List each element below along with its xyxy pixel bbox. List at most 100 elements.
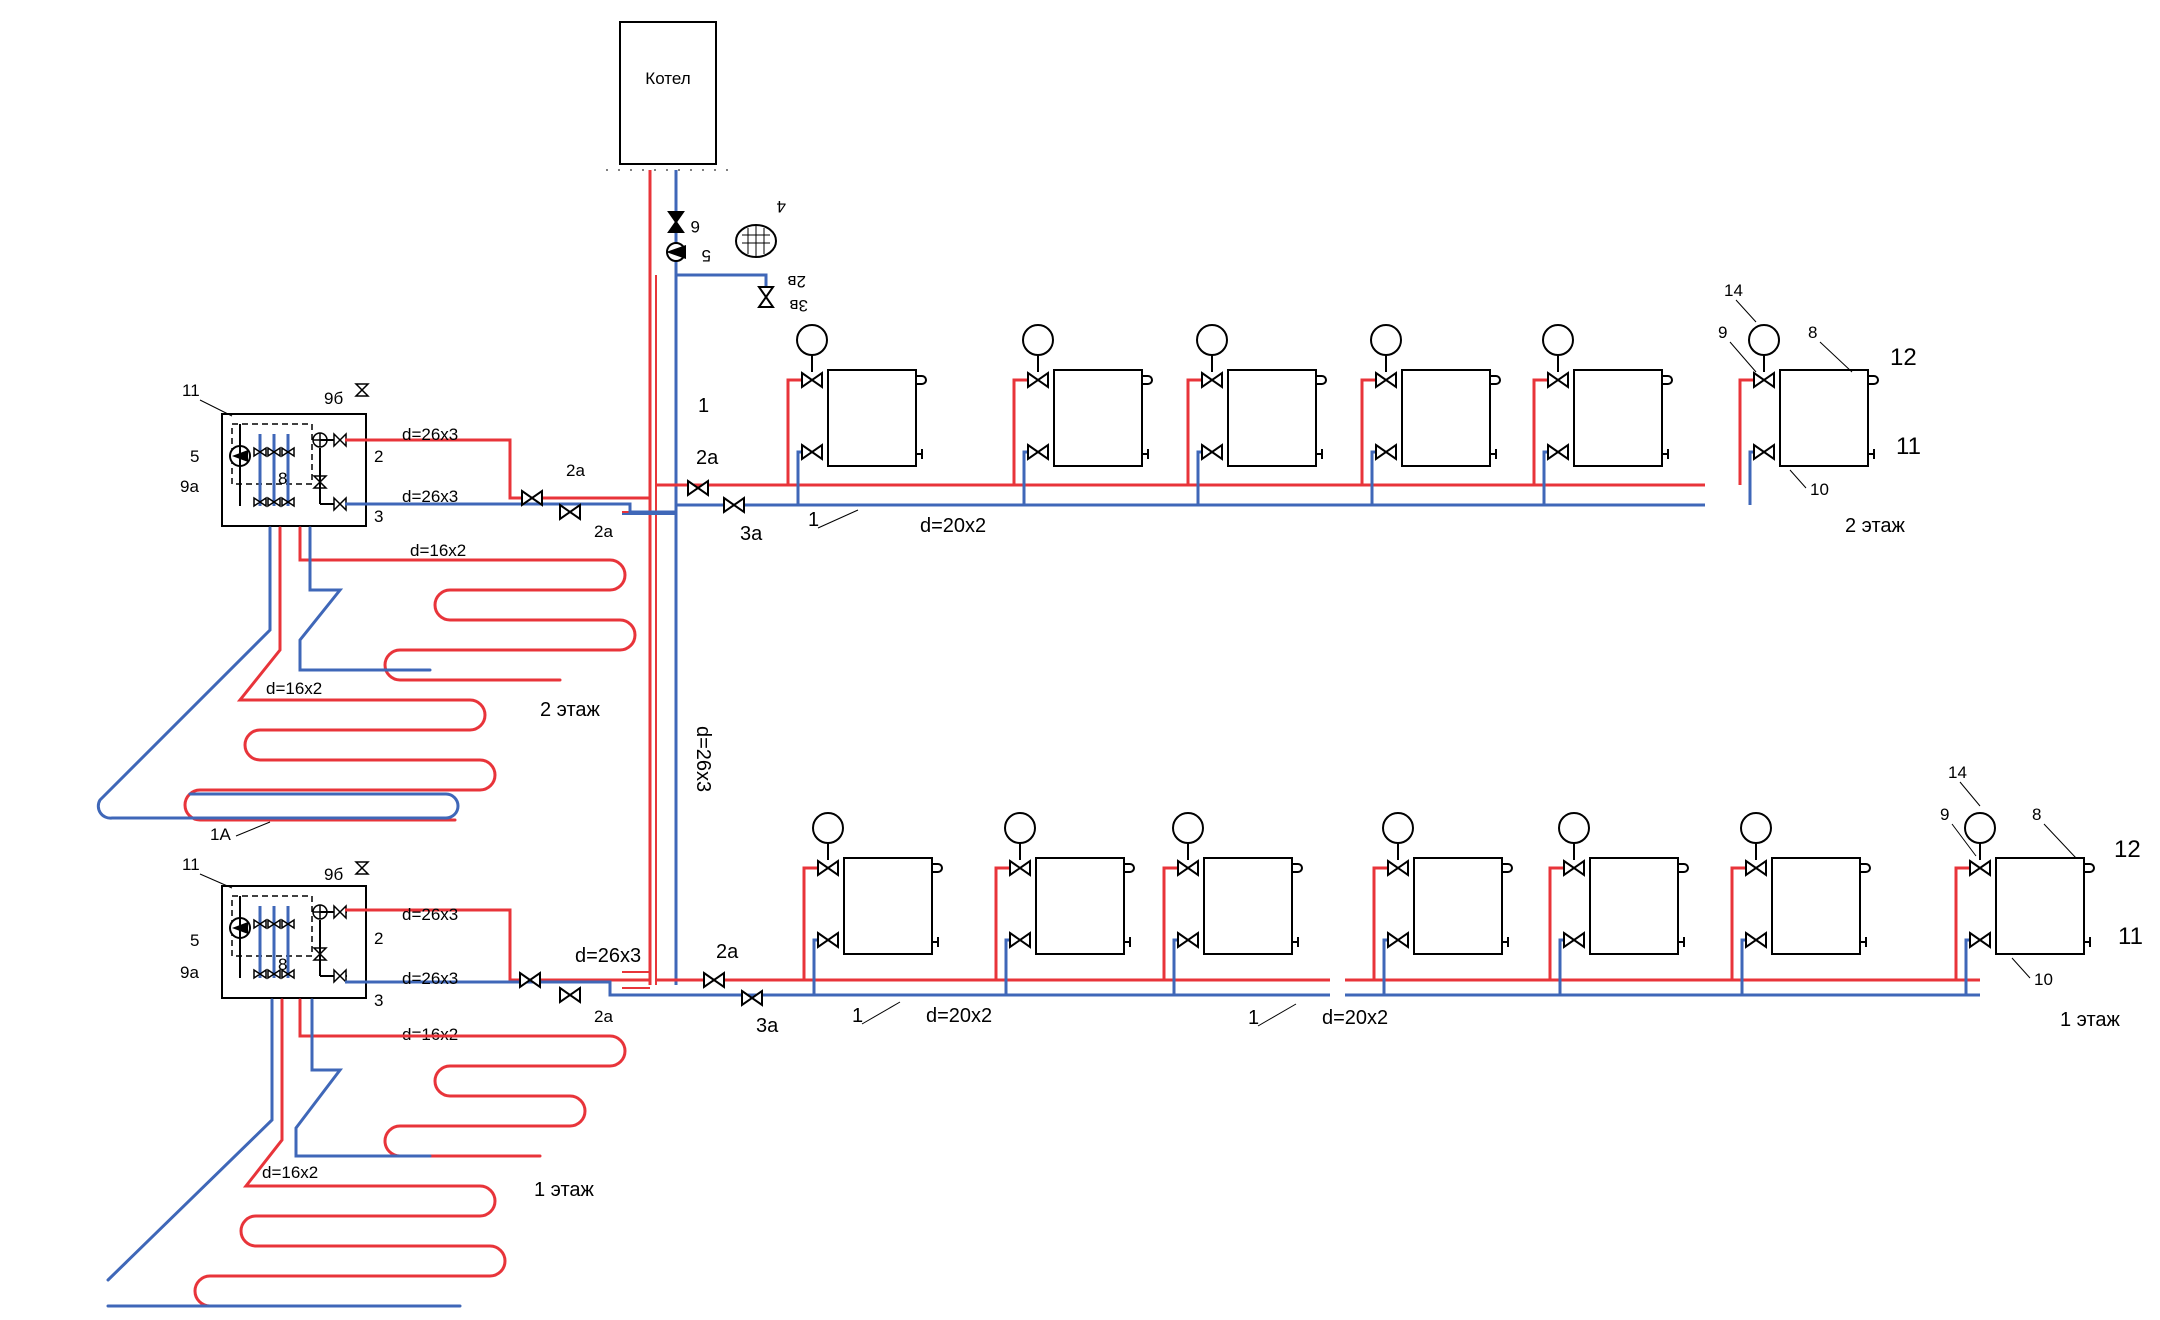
radiator-valve-icon	[1547, 372, 1569, 388]
callout-9-f1: 9	[1940, 805, 1949, 824]
floor2-mark-3a: 3a	[740, 523, 763, 545]
radiator-icon	[1203, 857, 1303, 955]
thermostatic-head-icon	[812, 812, 844, 861]
tank-mark-4: 4	[777, 197, 786, 216]
floor2-last-radiator-callouts: 14 9 8 12 11 10	[1718, 281, 1921, 499]
floor1-manifold: 2a d=26x3 11 9б 5 9a 8 2 3 d=26x3 d=26x3…	[180, 855, 676, 1201]
radiator-unit-floor2-6	[1738, 324, 1879, 505]
thermostatic-head-icon	[1558, 812, 1590, 861]
f2m-pipe-d-bot: d=26x3	[402, 487, 458, 506]
f2m-mark-8: 8	[278, 469, 287, 488]
riser-mark-1: 1	[698, 395, 709, 417]
tank-mark-2v: 2в	[788, 272, 807, 291]
f2m-mark-2a: 2a	[594, 522, 613, 541]
floor1-branch	[622, 971, 1980, 997]
thermostatic-head-icon	[1172, 812, 1204, 861]
floor1-pipe-d-a: d=20x2	[926, 1005, 992, 1027]
f1m-mark-2: 2	[374, 929, 383, 948]
radiator-unit-floor2-3	[1186, 324, 1327, 505]
valve-3a-floor1	[741, 990, 763, 1006]
callout-12-f2: 12	[1890, 344, 1917, 371]
valve-2a-floor2	[687, 480, 709, 496]
boiler-pump-mark-5: 5	[702, 246, 711, 265]
radiator-icon	[1771, 857, 1871, 955]
lockshield-valve-icon	[1009, 932, 1031, 948]
tank-mark-3v: 3в	[790, 296, 809, 315]
radiator-icon	[843, 857, 943, 955]
radiator-valve-icon	[817, 860, 839, 876]
radiator-icon	[1589, 857, 1689, 955]
f2m-mark-2: 2	[374, 447, 383, 466]
radiator-unit-floor1-7	[1954, 812, 2095, 995]
floor1-pipe-d-b: d=20x2	[1322, 1007, 1388, 1029]
lockshield-valve-icon	[1547, 444, 1569, 460]
callout-14-f2: 14	[1724, 281, 1743, 300]
radiator-unit-floor1-2	[994, 812, 1135, 995]
radiator-icon	[1401, 369, 1501, 467]
floor1-mark-1b: 1	[1248, 1007, 1259, 1029]
floor2-label: 2 этаж	[1845, 515, 1906, 537]
f1m-mark-11: 11	[182, 855, 200, 874]
radiator-unit-floor1-1	[802, 812, 943, 995]
f1m-pipe-d-bot: d=26x3	[402, 969, 458, 988]
callout-8-f1: 8	[2032, 805, 2041, 824]
radiator-valve-icon	[1375, 372, 1397, 388]
floor1-underfloor-loops	[106, 998, 627, 1308]
f1m-pipe-d16-b: d=16x2	[262, 1163, 318, 1182]
lockshield-valve-icon	[1753, 444, 1775, 460]
floor2-manifold: 2a 2a 11 9б 5 9a 8 2 3 d=26x3 d=26x3 d=1…	[180, 381, 676, 844]
f2m-mark-11: 11	[182, 381, 200, 400]
radiator-icon	[1035, 857, 1135, 955]
thermostatic-head-icon	[1542, 324, 1574, 373]
callout-11-f1: 11	[2118, 923, 2143, 950]
radiator-icon	[1413, 857, 1513, 955]
riser	[648, 170, 768, 985]
floor1-manifold-valve-a	[519, 972, 541, 988]
radiator-icon	[827, 369, 927, 467]
thermostatic-head-icon	[796, 324, 828, 373]
radiator-icon	[1053, 369, 1153, 467]
f2m-mark-3: 3	[374, 507, 383, 526]
lockshield-valve-icon	[801, 444, 823, 460]
floor2-mark-1: 1	[808, 509, 819, 531]
radiator-valve-icon	[1201, 372, 1223, 388]
callout-10-f2: 10	[1810, 480, 1829, 499]
floor2-manifold-valve-b	[559, 504, 581, 520]
floor1-label: 1 этаж	[2060, 1009, 2121, 1031]
callout-9-f2: 9	[1718, 323, 1727, 342]
radiator-unit-floor1-5	[1548, 812, 1689, 995]
radiator-valve-icon	[1745, 860, 1767, 876]
radiator-icon	[1573, 369, 1673, 467]
lockshield-valve-icon	[1201, 444, 1223, 460]
floor1-leader-1a	[861, 1001, 901, 1025]
boiler-valve-mark-6: 6	[691, 217, 700, 236]
f1m-symbol	[354, 861, 370, 875]
radiator-unit-floor2-1	[786, 324, 927, 505]
f2m-pipe-d16-b: d=16x2	[266, 679, 322, 698]
callout-11-f2: 11	[1896, 433, 1921, 460]
radiator-valve-icon	[1387, 860, 1409, 876]
floor1-leader-1b	[1257, 1003, 1297, 1027]
thermostatic-head-icon	[1740, 812, 1772, 861]
floor1-radiators	[802, 812, 2095, 995]
callout-12-f1: 12	[2114, 836, 2141, 863]
f2m-pipe-d16-a: d=16x2	[410, 541, 466, 560]
callout-8-f2: 8	[1808, 323, 1817, 342]
lockshield-valve-icon	[1375, 444, 1397, 460]
floor1-mark-1a: 1	[852, 1005, 863, 1027]
floor2-underfloor-loops	[96, 526, 637, 822]
boiler-label: Котел	[645, 69, 690, 88]
floor2-leader-1	[817, 509, 859, 529]
f1m-mark-5: 5	[190, 931, 199, 950]
thermostatic-head-icon	[1748, 324, 1780, 373]
lockshield-valve-icon	[817, 932, 839, 948]
lockshield-valve-icon	[1745, 932, 1767, 948]
lockshield-valve-icon	[1027, 444, 1049, 460]
floor2-mark-2a: 2a	[696, 447, 719, 469]
f2m-mark-9a: 9a	[180, 477, 199, 496]
radiator-valve-icon	[1027, 372, 1049, 388]
radiator-icon	[1995, 857, 2095, 955]
floor2-pipe-d: d=20x2	[920, 515, 986, 537]
f1m-pipe-d-top: d=26x3	[402, 905, 458, 924]
radiator-icon	[1779, 369, 1879, 467]
